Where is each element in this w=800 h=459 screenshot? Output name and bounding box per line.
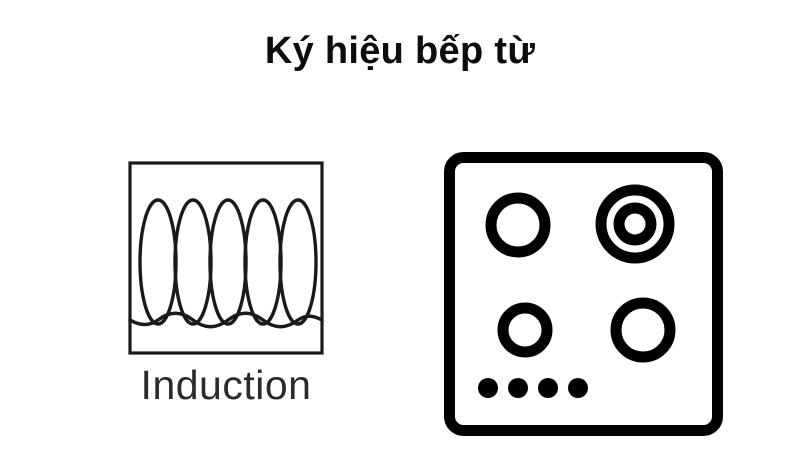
induction-coil-symbol: Induction — [118, 152, 334, 432]
induction-hob-symbol — [432, 140, 732, 445]
control-dot-2 — [508, 378, 528, 398]
control-dot-3 — [538, 378, 558, 398]
induction-box-outline — [128, 161, 324, 355]
burner-top-left — [485, 192, 551, 258]
coil-loop-2 — [173, 198, 213, 326]
burner-bottom-left — [497, 302, 553, 358]
burner-top-right-outer — [595, 184, 675, 264]
induction-coil-path — [128, 198, 324, 329]
burner-bottom-right — [610, 297, 676, 363]
induction-label: Induction — [140, 362, 312, 408]
coil-loop-3 — [208, 198, 248, 326]
coil-base-wave — [128, 311, 324, 329]
induction-hob-graphic — [444, 152, 723, 436]
hob-frame-outline — [444, 152, 723, 436]
induction-coil-graphic — [128, 161, 324, 355]
burner-top-right-inner — [613, 202, 657, 246]
coil-loop-4 — [243, 198, 283, 326]
control-knob-dots — [478, 378, 588, 398]
page-title: Ký hiệu bếp từ — [264, 30, 536, 72]
coil-loop-5 — [278, 198, 318, 326]
coil-loop-1 — [138, 198, 178, 326]
control-dot-4 — [568, 378, 588, 398]
control-dot-1 — [478, 378, 498, 398]
